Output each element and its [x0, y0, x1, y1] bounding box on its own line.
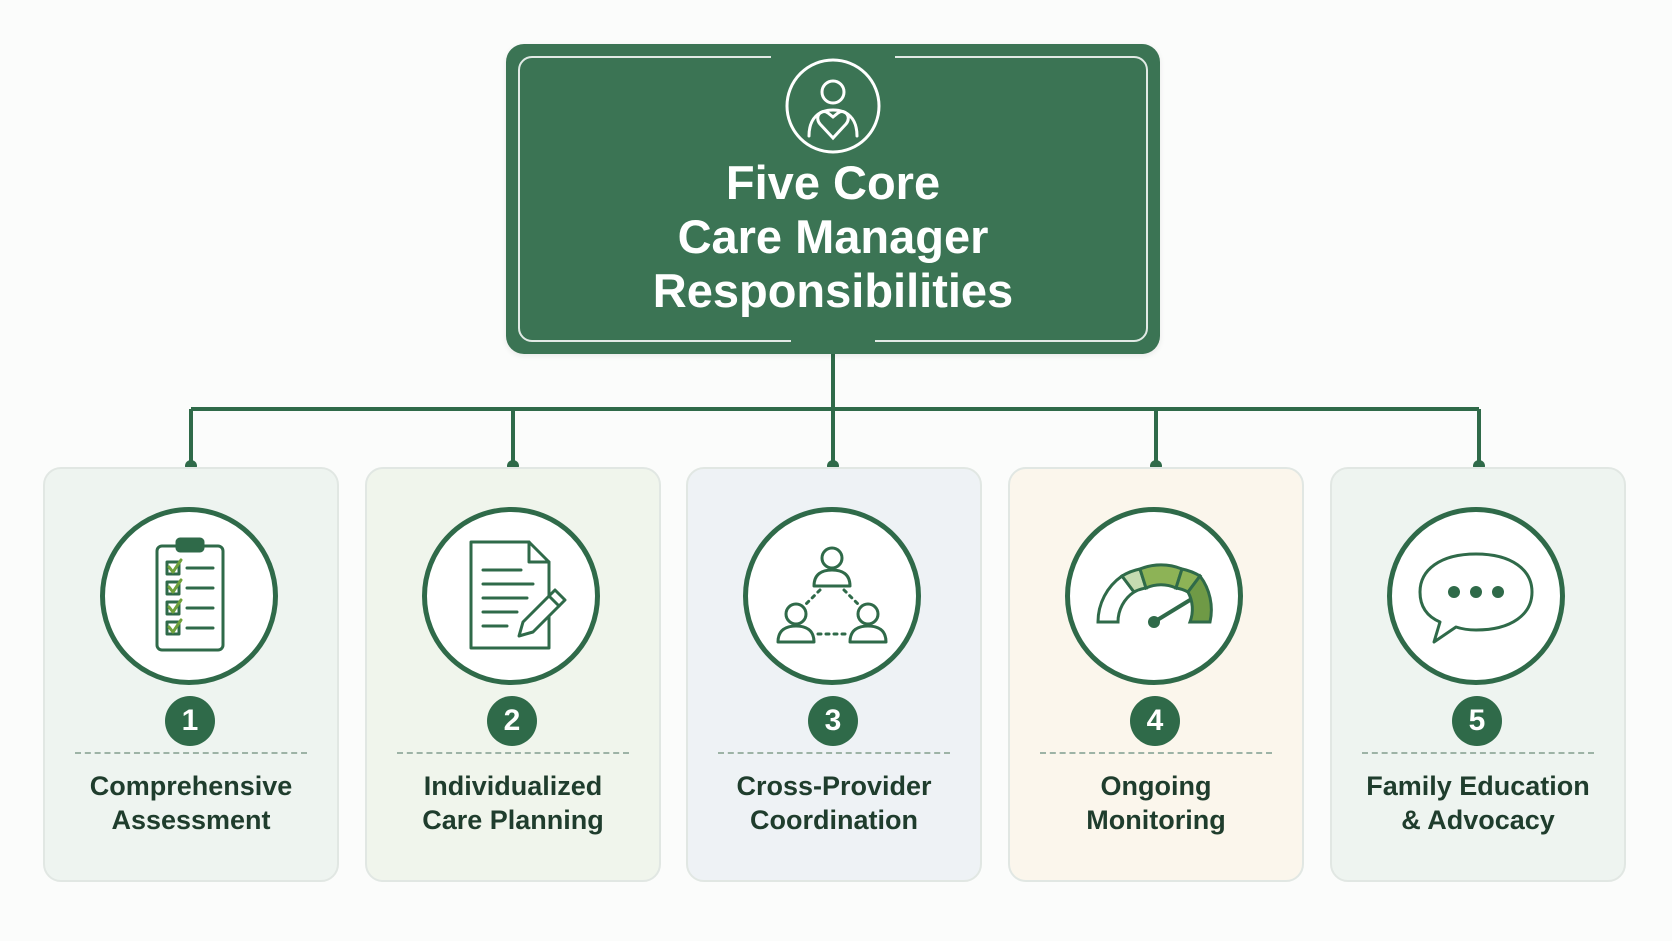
divider: [718, 752, 950, 754]
divider: [1362, 752, 1594, 754]
card-label: Comprehensive Assessment: [55, 769, 327, 837]
card-label-line: Ongoing: [1100, 771, 1212, 801]
step-number-badge: 3: [808, 696, 858, 746]
card-label: Cross-Provider Coordination: [698, 769, 970, 837]
document-pencil-icon: [469, 540, 567, 650]
card-cross-provider-coordination: 3 Cross-Provider Coordination: [686, 467, 982, 882]
card-label-line: Coordination: [750, 805, 918, 835]
card-individualized-care-planning: 2 Individualized Care Planning: [365, 467, 661, 882]
header-box: Five Core Care Manager Responsibilities: [506, 44, 1160, 354]
divider: [397, 752, 629, 754]
card-label: Family Education & Advocacy: [1342, 769, 1614, 837]
title-line: Responsibilities: [652, 264, 1014, 317]
card-ongoing-monitoring: 4 Ongoing Monitoring: [1008, 467, 1304, 882]
title-line: Care Manager: [677, 210, 989, 263]
card-label-line: Family Education: [1366, 771, 1590, 801]
card-label-line: Cross-Provider: [736, 771, 932, 801]
person-heart-icon: [785, 58, 881, 154]
card-label-line: Care Planning: [422, 805, 604, 835]
card-comprehensive-assessment: 1 Comprehensive Assessment: [43, 467, 339, 882]
card-label-line: Assessment: [111, 805, 271, 835]
step-number-badge: 2: [487, 696, 537, 746]
card-label-line: Individualized: [423, 771, 603, 801]
speech-bubble-icon: [1418, 552, 1534, 644]
step-number-badge: 4: [1130, 696, 1180, 746]
card-label: Individualized Care Planning: [377, 769, 649, 837]
card-label-line: Comprehensive: [89, 771, 293, 801]
card-family-education-advocacy: 5 Family Education & Advocacy: [1330, 467, 1626, 882]
people-network-icon: [776, 546, 888, 644]
page-title: Five Core Care Manager Responsibilities: [506, 156, 1160, 318]
step-number-badge: 5: [1452, 696, 1502, 746]
card-label: Ongoing Monitoring: [1020, 769, 1292, 837]
step-number-badge: 1: [165, 696, 215, 746]
gauge-icon: [1096, 563, 1213, 628]
divider: [1040, 752, 1272, 754]
card-label-line: Monitoring: [1086, 805, 1226, 835]
title-line: Five Core: [725, 156, 941, 209]
clipboard-checklist-icon: [155, 537, 225, 652]
card-label-line: & Advocacy: [1401, 805, 1555, 835]
divider: [75, 752, 307, 754]
